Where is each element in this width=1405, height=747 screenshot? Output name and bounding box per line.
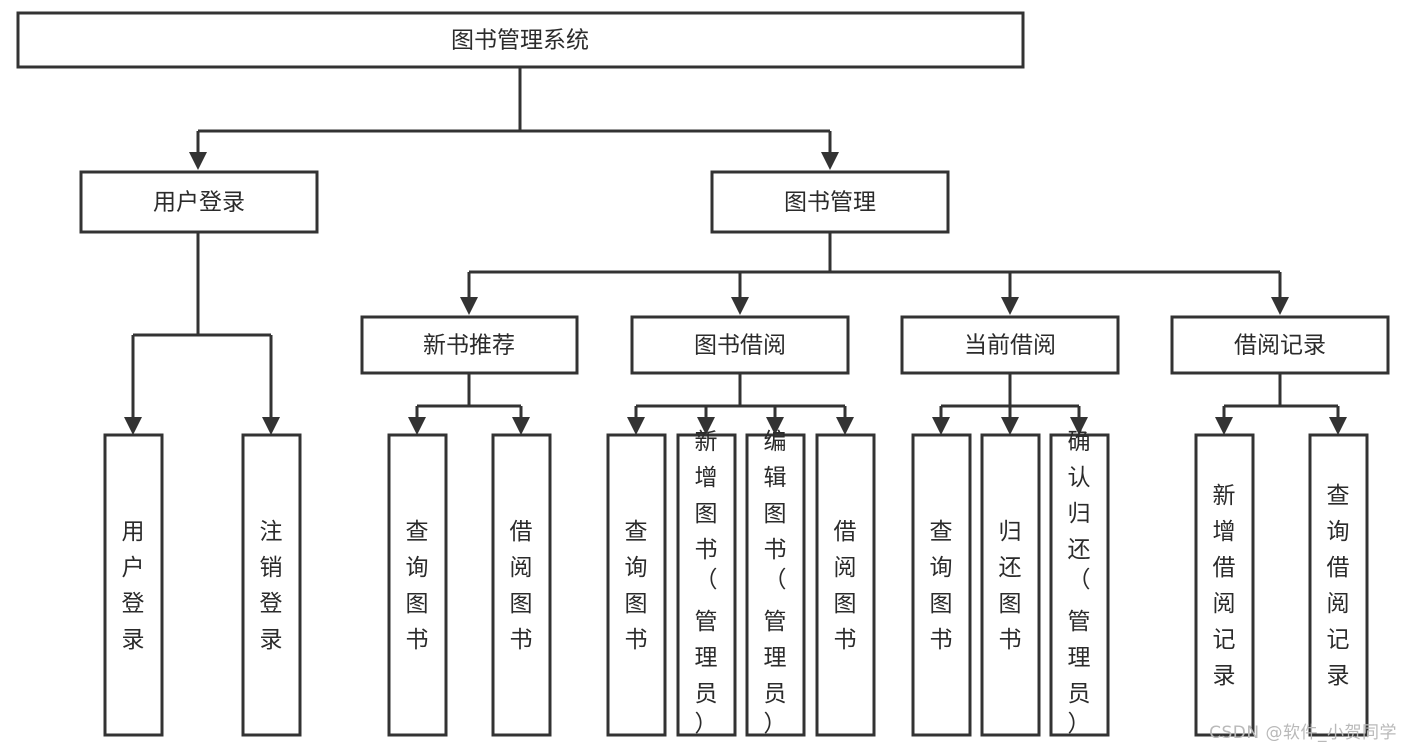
node-leaf-borrow-book-2[interactable]: 借阅图书 — [815, 433, 876, 737]
node-leaf-query-record-label: 查询借阅记录 — [1327, 483, 1350, 689]
node-new-book-recommend[interactable]: 新书推荐 — [360, 315, 579, 375]
node-leaf-query-book-1-box[interactable] — [387, 433, 448, 737]
node-leaf-add-book-label: 新增图书（管理员） — [695, 429, 718, 737]
node-new-book-recommend-box[interactable] — [360, 315, 579, 375]
arrow-ul-to-leaf-2 — [262, 417, 280, 435]
node-leaf-confirm-return-box[interactable] — [1049, 433, 1110, 737]
node-root[interactable]: 图书管理系统 — [16, 11, 1025, 69]
node-leaf-query-book-3[interactable]: 查询图书 — [911, 433, 972, 737]
node-leaf-borrow-book-1-label: 借阅图书 — [510, 519, 533, 653]
node-root-box[interactable] — [16, 11, 1025, 69]
node-leaf-query-book-1-label: 查询图书 — [406, 519, 429, 653]
node-root-label: 图书管理系统 — [451, 28, 589, 54]
arrow-bm-to-current-borrow — [1001, 297, 1019, 315]
node-leaf-add-book-box[interactable] — [676, 433, 737, 737]
arrow-root-to-user-login — [189, 152, 207, 170]
node-leaf-add-book[interactable]: 新增图书（管理员） — [676, 429, 737, 737]
node-borrow-record-box[interactable] — [1170, 315, 1390, 375]
node-current-borrow[interactable]: 当前借阅 — [900, 315, 1120, 375]
arrow-bm-to-borrow-record — [1271, 297, 1289, 315]
arrow-bb-to-leaf-4 — [836, 417, 854, 435]
node-book-management-label: 图书管理 — [784, 190, 876, 216]
node-book-borrow[interactable]: 图书借阅 — [630, 315, 850, 375]
node-current-borrow-box[interactable] — [900, 315, 1120, 375]
node-leaf-query-record-box[interactable] — [1308, 433, 1369, 737]
node-leaf-add-record[interactable]: 新增借阅记录 — [1194, 433, 1255, 737]
node-leaf-add-record-label: 新增借阅记录 — [1213, 483, 1236, 689]
node-leaf-logout-login[interactable]: 注销登录 — [241, 433, 302, 737]
arrow-br-to-leaf-1 — [1215, 417, 1233, 435]
node-leaf-borrow-book-1[interactable]: 借阅图书 — [491, 433, 552, 737]
node-leaf-query-book-1[interactable]: 查询图书 — [387, 433, 448, 737]
node-current-borrow-label: 当前借阅 — [964, 333, 1056, 359]
node-leaf-borrow-book-2-label: 借阅图书 — [834, 519, 857, 653]
edge-group-borrow-record-to-leaves — [1215, 373, 1347, 435]
node-borrow-record-label: 借阅记录 — [1234, 333, 1326, 359]
arrow-bb-to-leaf-1 — [627, 417, 645, 435]
arrow-nb-to-leaf-2 — [512, 417, 530, 435]
node-book-borrow-label: 图书借阅 — [694, 333, 786, 359]
node-leaf-return-book-label: 归还图书 — [999, 519, 1022, 653]
node-leaf-add-record-box[interactable] — [1194, 433, 1255, 737]
node-leaf-query-book-2-box[interactable] — [606, 433, 667, 737]
arrow-root-to-book-management — [821, 152, 839, 170]
arrow-br-to-leaf-2 — [1329, 417, 1347, 435]
arrow-ul-to-leaf-1 — [124, 417, 142, 435]
node-leaf-query-book-3-box[interactable] — [911, 433, 972, 737]
node-leaf-confirm-return[interactable]: 确认归还（管理员） — [1049, 429, 1110, 737]
node-user-login-label: 用户登录 — [153, 190, 245, 216]
csdn-watermark: CSDN @软件_小贺同学 — [1209, 723, 1397, 743]
edge-group-root-to-level2 — [189, 67, 839, 170]
node-leaf-borrow-book-2-box[interactable] — [815, 433, 876, 737]
node-leaf-query-book-2[interactable]: 查询图书 — [606, 433, 667, 737]
edge-group-new-book-to-leaves — [408, 373, 530, 435]
node-leaf-edit-book-label: 编辑图书（管理员） — [764, 429, 787, 737]
node-book-management-box[interactable] — [710, 170, 950, 234]
node-leaf-user-login-label: 用户登录 — [122, 519, 145, 653]
edge-group-user-login-to-leaves — [124, 232, 280, 435]
node-leaf-logout-login-label: 注销登录 — [260, 519, 283, 653]
node-leaf-borrow-book-1-box[interactable] — [491, 433, 552, 737]
node-book-borrow-box[interactable] — [630, 315, 850, 375]
node-leaf-return-book-box[interactable] — [980, 433, 1041, 737]
node-borrow-record[interactable]: 借阅记录 — [1170, 315, 1390, 375]
node-new-book-recommend-label: 新书推荐 — [423, 333, 515, 359]
node-leaf-query-book-2-label: 查询图书 — [625, 519, 648, 653]
node-user-login-box[interactable] — [79, 170, 319, 234]
node-leaf-edit-book[interactable]: 编辑图书（管理员） — [745, 429, 806, 737]
arrow-bm-to-new-book — [460, 297, 478, 315]
node-leaf-logout-login-box[interactable] — [241, 433, 302, 737]
arrow-bm-to-book-borrow — [731, 297, 749, 315]
arrow-cb-to-leaf-2 — [1001, 417, 1019, 435]
node-leaf-confirm-return-label: 确认归还（管理员） — [1068, 429, 1091, 737]
node-leaf-query-book-3-label: 查询图书 — [930, 519, 953, 653]
edge-group-book-management-to-level3 — [460, 232, 1289, 315]
node-leaf-return-book[interactable]: 归还图书 — [980, 433, 1041, 737]
node-user-login[interactable]: 用户登录 — [79, 170, 319, 234]
node-leaf-user-login-box[interactable] — [103, 433, 164, 737]
node-leaf-edit-book-box[interactable] — [745, 433, 806, 737]
edge-group-current-borrow-to-leaves — [932, 373, 1088, 435]
edge-group-book-borrow-to-leaves — [627, 373, 854, 435]
arrow-cb-to-leaf-1 — [932, 417, 950, 435]
arrow-nb-to-leaf-1 — [408, 417, 426, 435]
node-book-management[interactable]: 图书管理 — [710, 170, 950, 234]
node-leaf-user-login[interactable]: 用户登录 — [103, 433, 164, 737]
node-leaf-query-record[interactable]: 查询借阅记录 — [1308, 433, 1369, 737]
